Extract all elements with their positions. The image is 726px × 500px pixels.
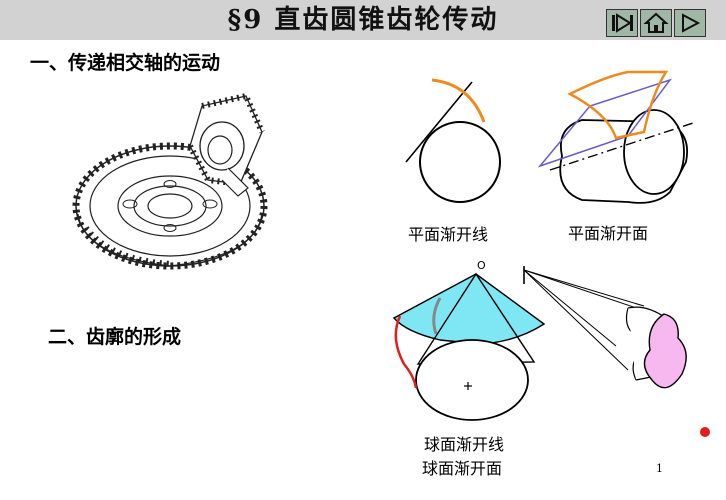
bevel-gear-illustration (72, 92, 268, 270)
next-button[interactable] (674, 9, 706, 37)
small-bevel-pinion (187, 92, 265, 197)
caption-planar-involute: 平面渐开线 (408, 225, 489, 244)
pointer-dot (700, 427, 710, 437)
home-button[interactable] (640, 9, 672, 37)
next-end-button[interactable] (606, 9, 638, 37)
page-title: §9 直齿圆锥齿轮传动 (227, 5, 499, 35)
section-heading-transmission: 一、传递相交轴的运动 (30, 52, 221, 74)
spherical-involute-surface-diagram (523, 266, 687, 389)
planar-involute-diagram (405, 78, 501, 203)
planar-involute-surface-diagram (537, 70, 697, 204)
section-heading-profile-formation: 二、齿廓的形成 (48, 326, 182, 348)
apex-label: O (477, 259, 486, 272)
home-icon (643, 12, 669, 33)
nav-buttons (606, 9, 708, 37)
caption-spherical-involute-surface: 球面渐开面 (422, 459, 503, 478)
caption-spherical-involute: 球面渐开线 (424, 435, 505, 454)
header-bar (0, 0, 726, 40)
next-end-icon (612, 13, 633, 33)
page-number: 1 (656, 462, 663, 475)
spherical-involute-diagram (392, 272, 546, 421)
caption-planar-involute-surface: 平面渐开面 (568, 224, 649, 243)
next-icon (682, 13, 701, 33)
